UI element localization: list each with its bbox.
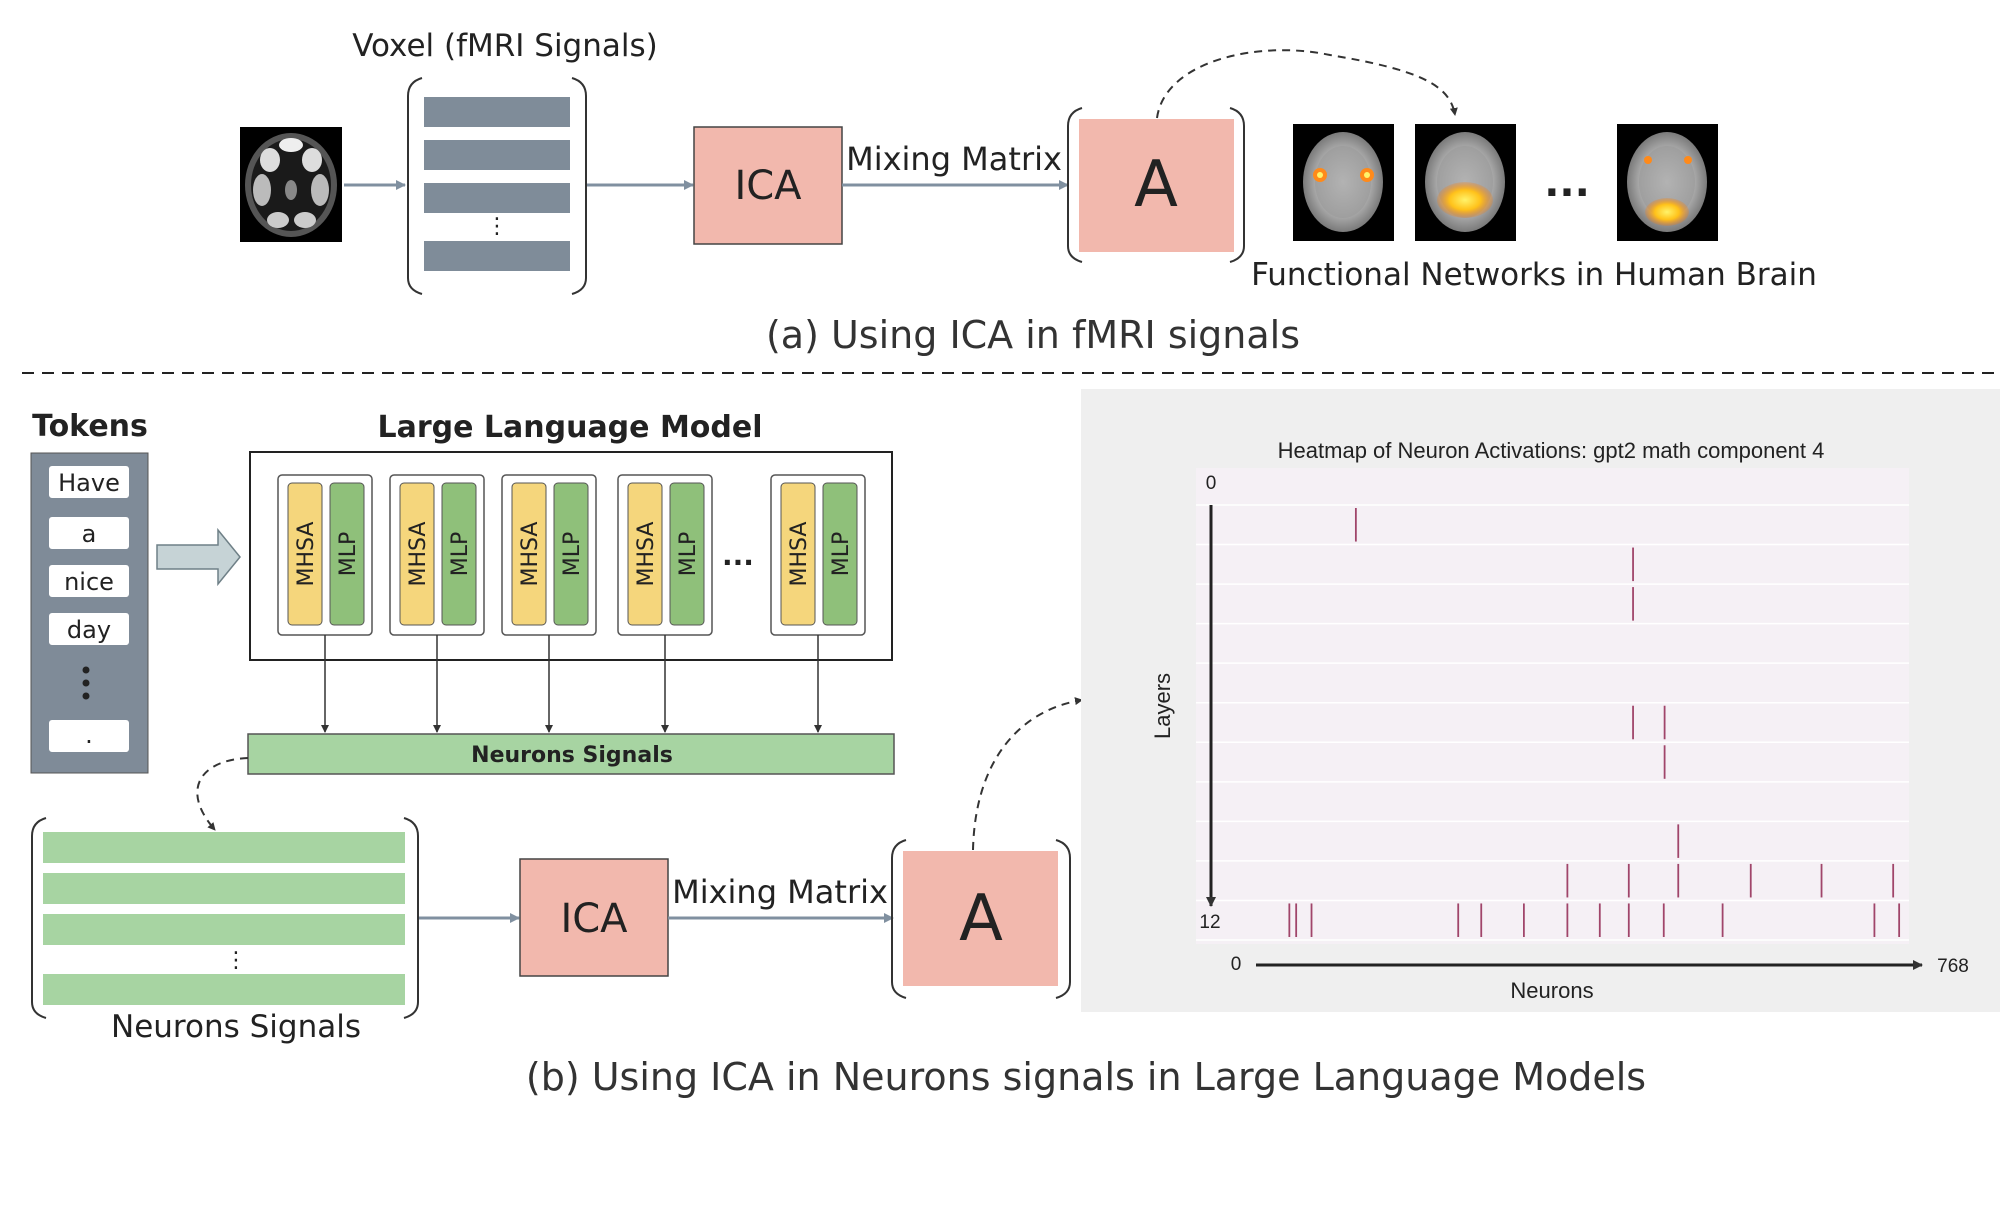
mixing-matrix-label-b: Mixing Matrix <box>672 873 888 911</box>
voxel-label: Voxel (fMRI Signals) <box>352 28 658 64</box>
token-item: . <box>49 720 129 752</box>
heatmap-title: Heatmap of Neuron Activations: gpt2 math… <box>1278 438 1825 463</box>
neurons-matrix-rows <box>43 832 405 1005</box>
brain-slice-image <box>240 127 342 242</box>
matrix-a-b-brackets <box>891 839 1071 999</box>
a-box-a <box>1079 119 1234 252</box>
y-axis-label: Layers <box>1150 673 1175 739</box>
mlp-label: MLP <box>560 532 585 577</box>
llm-title: Large Language Model <box>377 410 762 445</box>
transformer-block: MHSA MLP <box>617 474 713 636</box>
mhsa-label: MHSA <box>406 522 431 587</box>
block-output-arrows <box>321 635 822 733</box>
mhsa-layer <box>399 482 435 626</box>
token-item: a <box>49 517 129 549</box>
block-ellipsis: ... <box>722 539 754 572</box>
voxel-vertical-ellipsis: ⋮ <box>486 214 508 239</box>
panel-a: Voxel (fMRI Signals) ⋮ ICA Mixing Matrix… <box>240 28 1817 357</box>
svg-text:Have: Have <box>58 469 120 497</box>
voxel-matrix <box>407 77 587 295</box>
panel-b: Tokens Have a nice day <box>30 389 2000 1099</box>
network-image-1 <box>1293 124 1394 241</box>
a-box-b <box>903 851 1058 986</box>
heatmap-activations <box>1288 508 1901 937</box>
neurons-signals-bar-label: Neurons Signals <box>471 743 673 768</box>
svg-text:.: . <box>85 721 93 749</box>
mlp-layer <box>822 482 858 626</box>
token-item: day <box>49 613 129 645</box>
tokens-title: Tokens <box>32 409 148 444</box>
ica-label-b: ICA <box>560 896 628 942</box>
mhsa-layer <box>780 482 816 626</box>
x-axis-label: Neurons <box>1510 978 1593 1003</box>
transformer-block: MHSA MLP <box>389 474 485 636</box>
mhsa-label: MHSA <box>634 522 659 587</box>
mhsa-layer <box>287 482 323 626</box>
neurons-signals-bar <box>247 733 895 775</box>
mlp-label: MLP <box>676 532 701 577</box>
a-label-b: A <box>959 882 1003 956</box>
voxel-signal-bars <box>424 97 570 271</box>
dashed-arrow-a-to-networks <box>1156 49 1458 119</box>
dashed-arrow-bar-to-matrix <box>196 757 249 831</box>
svg-text:a: a <box>82 520 97 548</box>
mlp-layer <box>441 482 477 626</box>
transformer-blocks: MHSA MLP MHSA MLP MHSA MLP MHSA MLP MHSA MLP <box>277 474 866 636</box>
transformer-block: MHSA MLP <box>770 474 866 636</box>
mlp-layer <box>329 482 365 626</box>
transformer-block: MHSA MLP <box>277 474 373 636</box>
networks-ellipsis: ... <box>1544 160 1590 206</box>
svg-text:day: day <box>67 616 111 644</box>
neurons-matrix-label: Neurons Signals <box>111 1009 361 1045</box>
ica-box-b <box>519 858 669 977</box>
mlp-label: MLP <box>829 532 854 577</box>
x-tick-label: 0 <box>1231 954 1242 975</box>
mlp-layer <box>553 482 589 626</box>
token-item: Have <box>49 466 129 498</box>
mhsa-layer <box>627 482 663 626</box>
svg-text:nice: nice <box>64 568 114 596</box>
x-tick-label: 768 <box>1937 956 1969 977</box>
caption-b: (b) Using ICA in Neurons signals in Larg… <box>526 1055 1646 1099</box>
mlp-layer <box>669 482 705 626</box>
mixing-matrix-label-a: Mixing Matrix <box>846 140 1062 178</box>
network-image-3 <box>1617 124 1718 241</box>
mhsa-label: MHSA <box>518 522 543 587</box>
mhsa-label: MHSA <box>294 522 319 587</box>
token-list: Have a nice day . <box>49 466 129 752</box>
neurons-vertical-ellipsis: ⋮ <box>225 948 247 973</box>
mlp-label: MLP <box>336 532 361 577</box>
ica-label-a: ICA <box>734 163 802 209</box>
arrow-tokens-to-llm <box>156 527 241 587</box>
heatmap-plot-area <box>1196 468 1909 944</box>
neurons-matrix <box>31 817 419 1019</box>
token-item: nice <box>49 565 129 597</box>
heatmap-grid <box>1196 504 1909 941</box>
matrix-a-brackets <box>1067 107 1245 263</box>
mlp-label: MLP <box>448 532 473 577</box>
functional-networks-label: Functional Networks in Human Brain <box>1251 257 1817 293</box>
mhsa-layer <box>511 482 547 626</box>
dashed-arrow-a-to-heatmap <box>972 697 1083 851</box>
transformer-block: MHSA MLP <box>501 474 597 636</box>
token-vertical-ellipsis <box>82 666 90 700</box>
network-image-2 <box>1415 124 1516 241</box>
caption-a: (a) Using ICA in fMRI signals <box>766 313 1300 357</box>
y-tick-label: 12 <box>1199 912 1220 933</box>
a-label-a: A <box>1134 148 1178 222</box>
y-tick-label: 0 <box>1206 473 1217 494</box>
mhsa-label: MHSA <box>787 522 812 587</box>
